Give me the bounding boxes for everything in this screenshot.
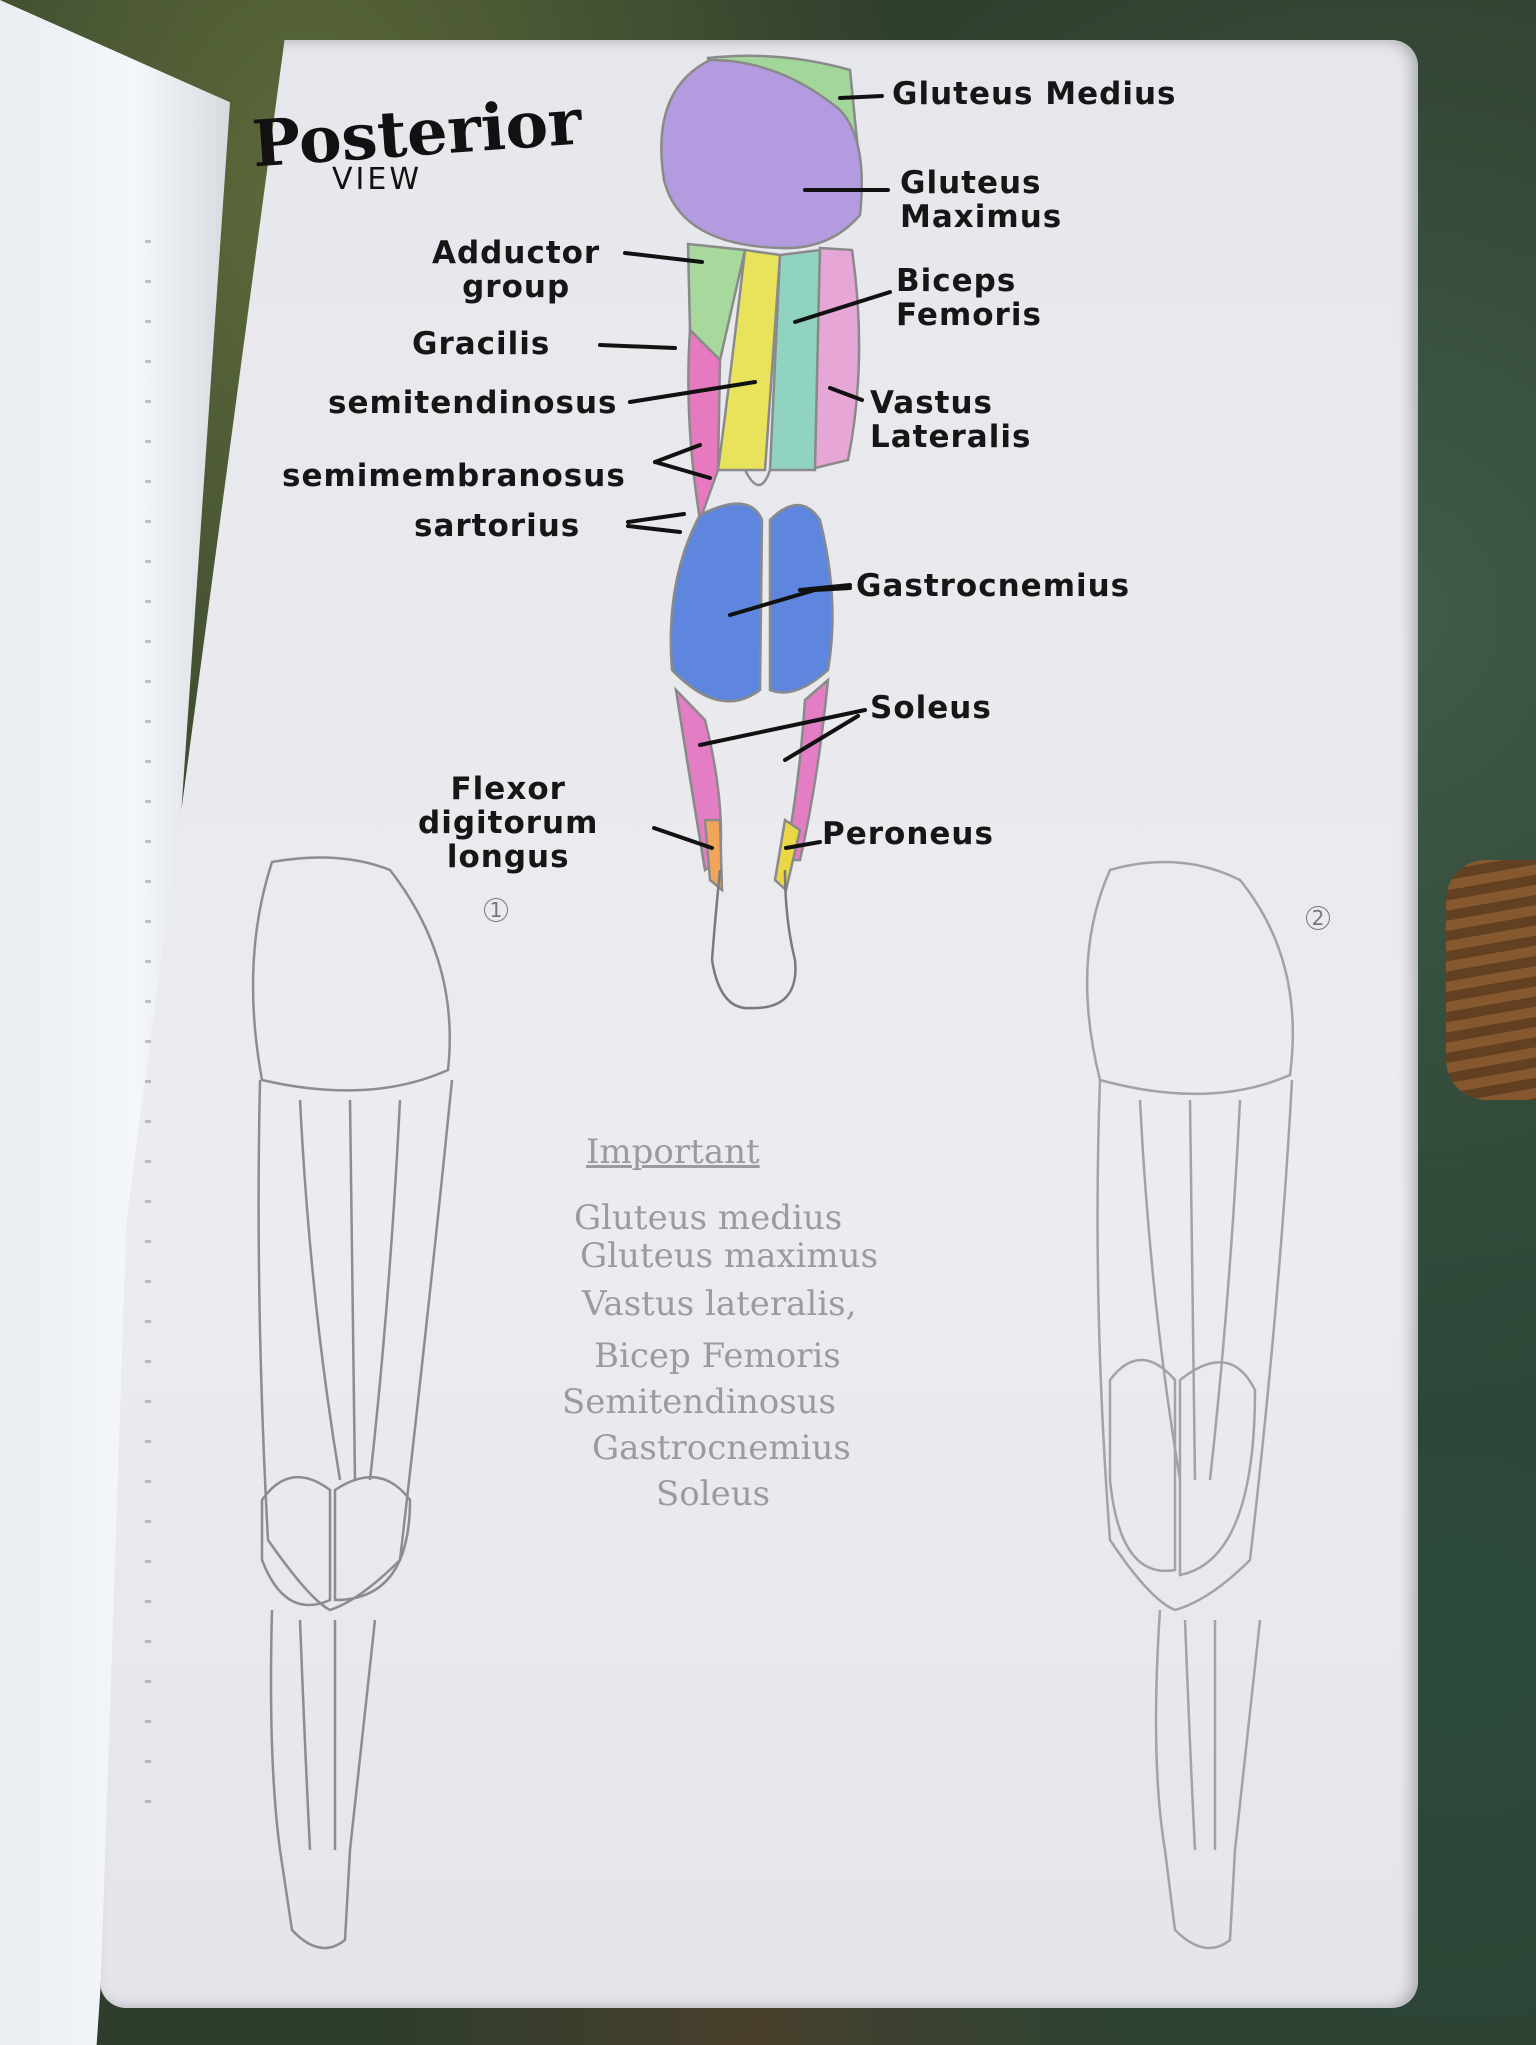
gastrocnemius-shape [669, 502, 834, 703]
label-vastus-lateralis: Vastus Lateralis [870, 385, 1032, 455]
flexor-digitorum-shape [703, 818, 724, 893]
label-biceps-femoris: Biceps Femoris [896, 263, 1042, 333]
important-item: Bicep Femoris [594, 1336, 841, 1376]
important-item: Soleus [656, 1474, 771, 1514]
pencil-sketch-left [251, 856, 454, 1950]
important-item: Gluteus maximus [580, 1236, 879, 1276]
figure-number-right: 2 [1306, 906, 1330, 930]
important-heading: Important [586, 1132, 760, 1172]
gluteus-maximus-shape [660, 58, 863, 250]
label-gracilis: Gracilis [412, 326, 551, 362]
pencil-sketch-right [1085, 860, 1295, 1950]
label-sartorius: sartorius [414, 508, 581, 544]
label-semitendinosus: semitendinosus [328, 385, 618, 421]
label-adductor-group: Adductor group [432, 235, 601, 305]
label-soleus: Soleus [870, 690, 992, 726]
vastus-lateralis-shape [813, 246, 861, 470]
bookmark-ribbon [1446, 860, 1536, 1100]
important-item: Semitendinosus [562, 1382, 837, 1422]
label-gluteus-medius: Gluteus Medius [892, 76, 1177, 112]
label-flexor-digitorum-longus: Flexor digitorum longus [418, 771, 599, 875]
important-item: Gluteus medius [574, 1198, 843, 1238]
biceps-femoris-shape [768, 248, 822, 472]
label-gluteus-maximus: Gluteus Maximus [900, 165, 1063, 235]
figure-number-left: 1 [484, 898, 508, 922]
page-subtitle: VIEW [332, 162, 422, 197]
colored-leg [660, 54, 864, 1010]
foot-outline [710, 869, 797, 1010]
label-peroneus: Peroneus [822, 816, 994, 852]
important-item: Vastus lateralis, [582, 1284, 857, 1324]
label-gastrocnemius: Gastrocnemius [856, 568, 1131, 604]
important-item: Gastrocnemius [592, 1428, 851, 1468]
knee-outline [743, 469, 772, 487]
label-semimembranosus: semimembranosus [282, 458, 626, 494]
spiral-binding-marks [145, 240, 151, 1840]
leader-lines [598, 94, 892, 850]
semimembranosus-shape [687, 327, 722, 521]
